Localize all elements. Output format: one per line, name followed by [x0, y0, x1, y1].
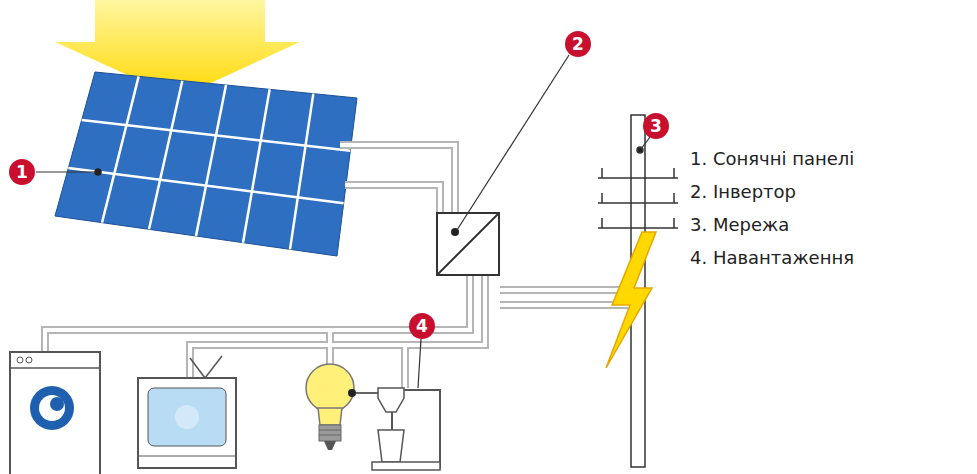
coffee-maker — [348, 388, 440, 470]
panel-grid-line — [68, 168, 343, 203]
leader-dot — [95, 169, 102, 176]
television — [138, 356, 236, 468]
legend-text: 4. Навантаження — [690, 247, 854, 269]
panel-grid-line — [196, 85, 226, 236]
lightning-bolt — [606, 232, 656, 368]
callout-number: 2 — [565, 31, 591, 57]
legend-text: 2. Інвертор — [690, 181, 796, 203]
light-bulb — [306, 364, 354, 450]
legend-text: 3. Мережа — [690, 214, 789, 236]
leader-lines — [36, 55, 650, 388]
panel-grid-line — [102, 76, 139, 222]
callout-number: 1 — [9, 159, 35, 185]
callout-number: 4 — [409, 313, 435, 339]
panel-grid-line — [290, 94, 313, 250]
washing-machine — [10, 352, 100, 474]
utility-pole — [598, 115, 678, 467]
legend-text: 1. Сонячні панелі — [690, 148, 854, 170]
panel-grid-line — [243, 89, 270, 242]
inverter-symbol — [437, 213, 499, 275]
solar-panel — [55, 72, 357, 256]
panel-grid-line — [82, 120, 351, 151]
callout-number: 3 — [643, 113, 669, 139]
panel-grid-line — [149, 81, 182, 230]
wiring — [45, 145, 632, 388]
